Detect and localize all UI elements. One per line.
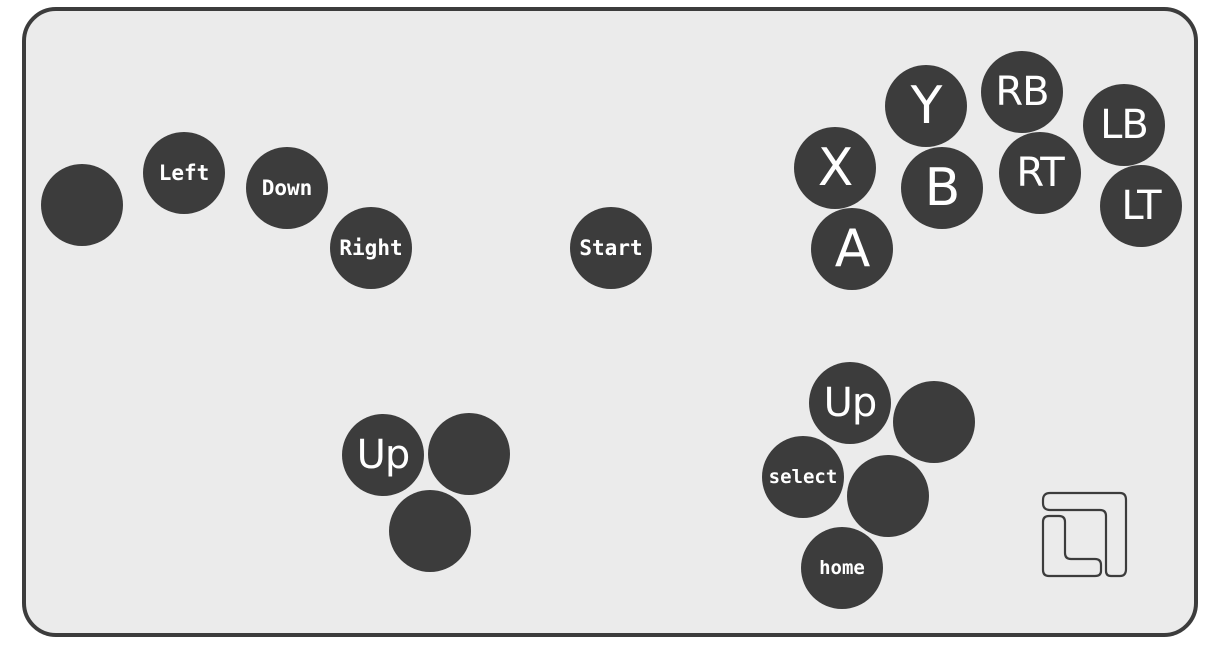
select-button[interactable]: select — [762, 436, 844, 518]
a-button[interactable]: A — [811, 208, 893, 290]
down-button[interactable]: Down — [246, 147, 328, 229]
unlabeled-button-bottom-left-lower[interactable] — [389, 490, 471, 572]
x-button[interactable]: X — [794, 127, 876, 209]
left-button[interactable]: Left — [143, 132, 225, 214]
home-button[interactable]: home — [801, 527, 883, 609]
unlabeled-button-bottom-left-right[interactable] — [428, 413, 510, 495]
unlabeled-button-bottom-right-upper[interactable] — [893, 381, 975, 463]
right-button[interactable]: Right — [330, 207, 412, 289]
start-button[interactable]: Start — [570, 207, 652, 289]
up-button-left[interactable]: Up — [342, 414, 424, 496]
unlabeled-button-bottom-right-middle[interactable] — [847, 455, 929, 537]
up-button-right[interactable]: Up — [809, 362, 891, 444]
rb-button[interactable]: RB — [981, 51, 1063, 133]
lt-button[interactable]: LT — [1100, 165, 1182, 247]
bracket-logo-icon — [1041, 491, 1128, 578]
b-button[interactable]: B — [901, 147, 983, 229]
lb-button[interactable]: LB — [1083, 84, 1165, 166]
rt-button[interactable]: RT — [999, 132, 1081, 214]
unlabeled-button-far-left[interactable] — [41, 164, 123, 246]
y-button[interactable]: Y — [885, 65, 967, 147]
